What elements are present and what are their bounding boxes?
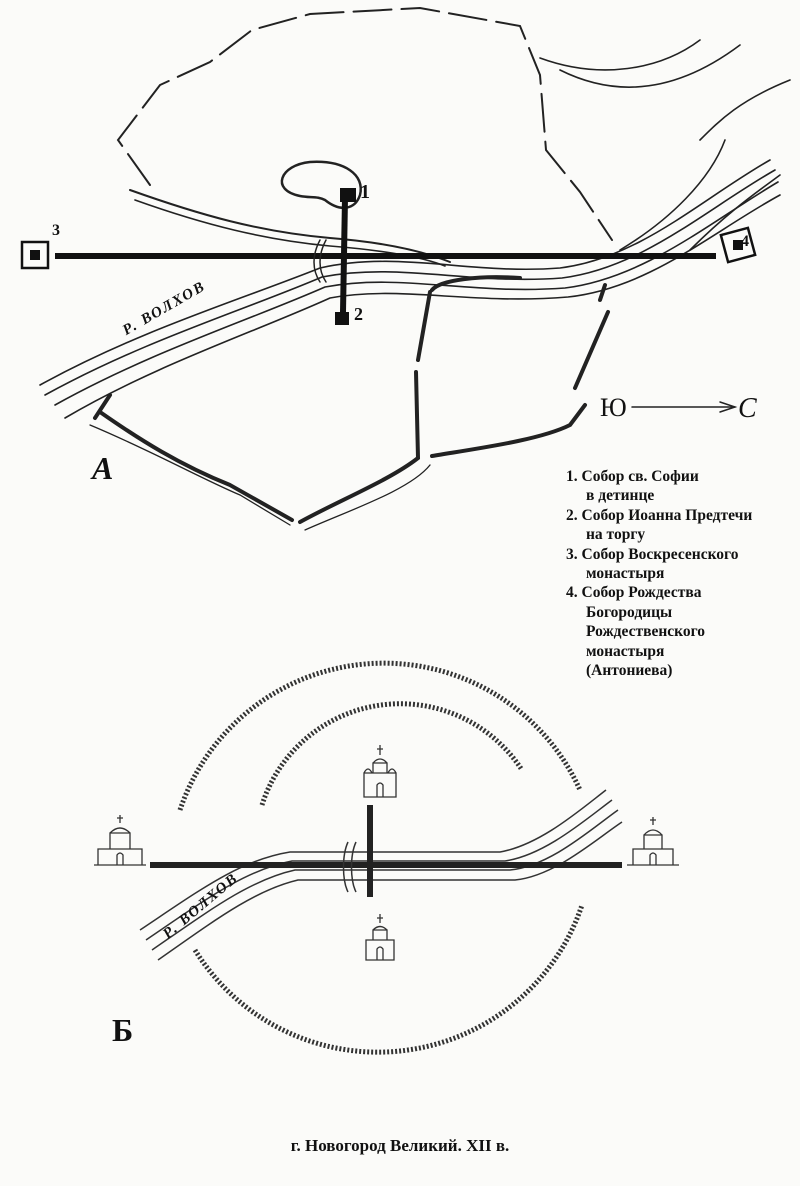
inner-arc: [259, 701, 525, 806]
legend-item-2-line-1: 2. Собор Иоанна Предтечи: [566, 506, 753, 524]
church-icon-detinets: [363, 745, 397, 798]
legend-item-1-line-2: в детинце: [586, 487, 655, 505]
outer-arc-top: [177, 660, 583, 811]
caption: г. Новогород Великий. XII в.: [290, 1136, 510, 1155]
legend-item-3-line-2: монастыря: [586, 565, 665, 583]
legend-item-4-line-5: (Антониева): [586, 662, 673, 680]
river-volkhov: [39, 39, 791, 419]
marker-1-square: [340, 188, 356, 202]
axis-line-a-vertical: [340, 197, 348, 313]
panel-label-a: А: [92, 450, 114, 486]
streams: [93, 275, 610, 524]
church-icon-torg: [365, 914, 395, 961]
legend-item-1-line-1: 1. Собор св. Софии: [566, 468, 699, 485]
legend: 1. Собор св. Софии в детинце 2. Собор Ио…: [566, 467, 752, 680]
marker-4-label: 4: [741, 233, 749, 250]
marker-1-label: 1: [360, 181, 370, 203]
legend-item-3-line-1: 3. Собор Воскресенского: [566, 545, 739, 563]
church-icon-east: [627, 817, 679, 866]
marker-4-square: [733, 240, 743, 250]
legend-item-2-line-2: на торгу: [586, 526, 646, 544]
marker-3-label: 3: [52, 222, 60, 239]
marker-2-label: 2: [354, 304, 363, 324]
legend-item-4-line-3: Рождественского: [586, 623, 706, 641]
marker-3-square: [30, 250, 40, 260]
compass-south: Ю: [600, 393, 627, 422]
marker-4-frame: [719, 226, 757, 264]
marker-2-square: [335, 312, 349, 325]
legend-item-4-line-4: монастыря: [586, 642, 665, 660]
panel-label-b: Б: [112, 1012, 134, 1048]
river-volkhov-b: [139, 789, 623, 961]
church-icon-west: [94, 815, 146, 866]
city-wall-dashed: [116, 6, 613, 241]
marker-3-frame: [20, 240, 50, 270]
legend-item-4-line-1: 4. Собор Рождества: [566, 584, 702, 602]
legend-item-4-line-2: Богородицы: [586, 603, 673, 621]
outer-arc-bottom: [192, 904, 585, 1055]
detinets-outline: [280, 160, 362, 209]
compass-north: С: [738, 393, 757, 424]
